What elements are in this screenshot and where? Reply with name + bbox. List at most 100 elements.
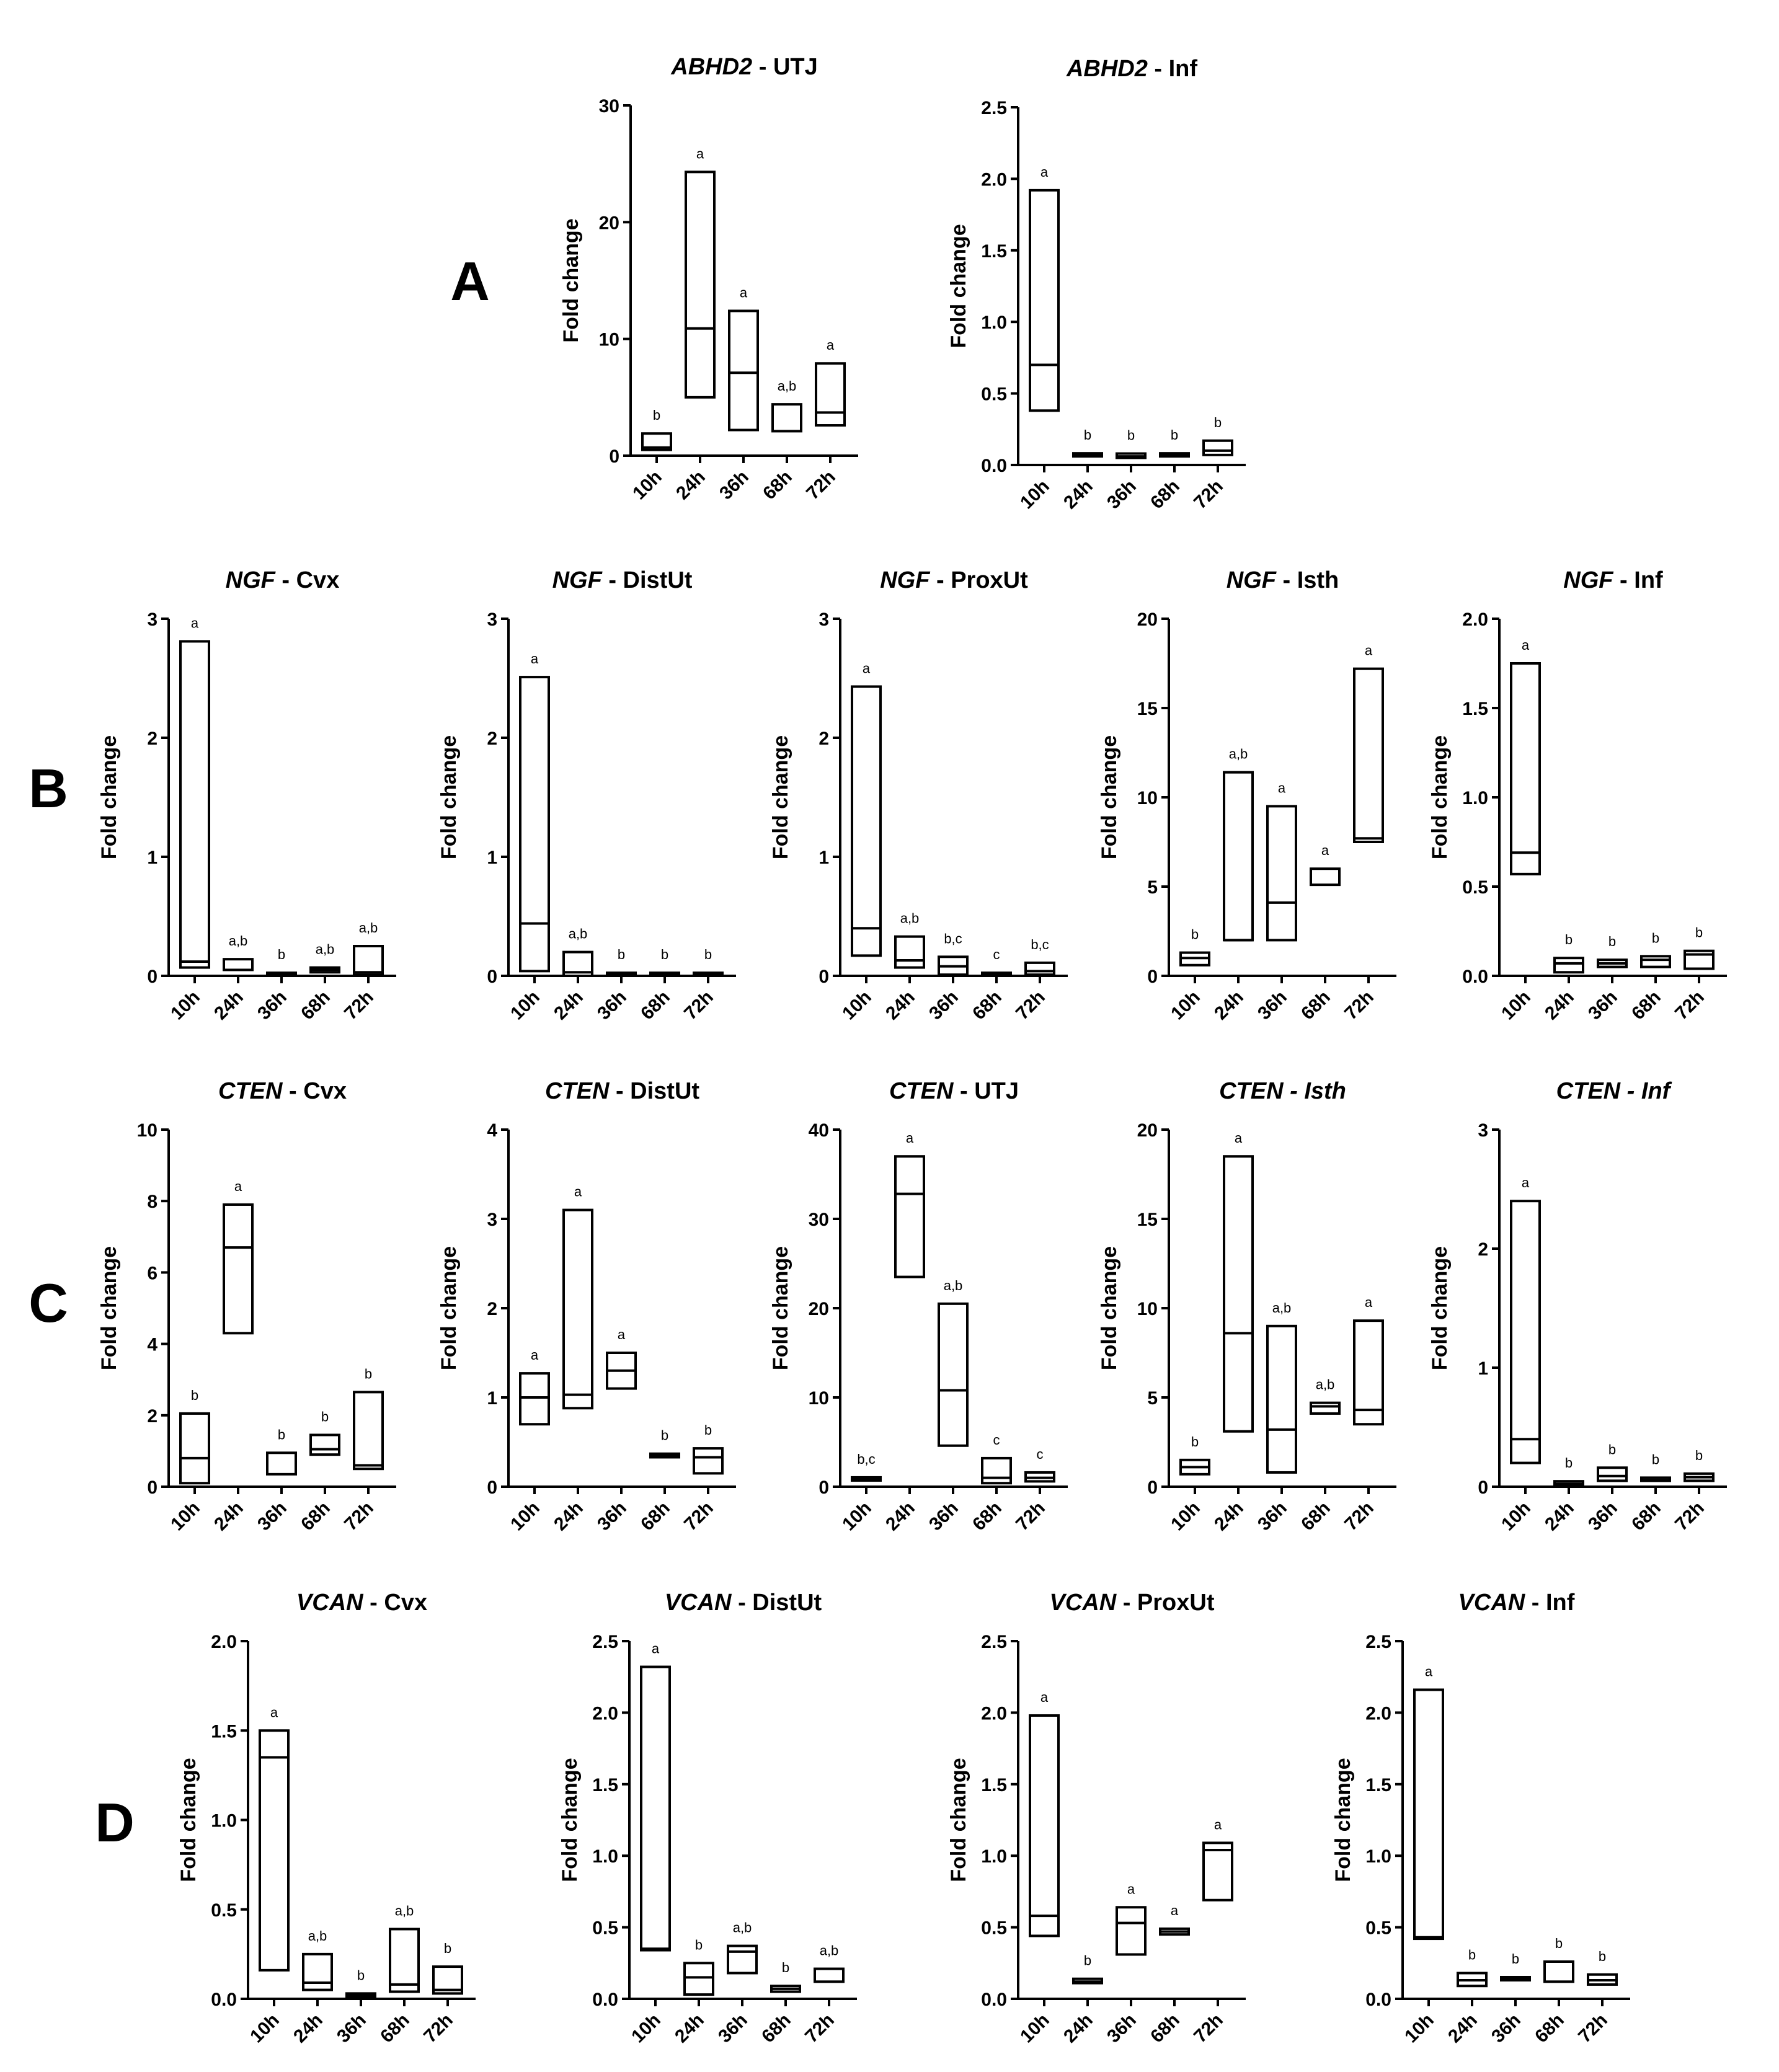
significance-label: b	[444, 1941, 451, 1956]
y-tick-label: 5	[1147, 877, 1158, 898]
significance-label: b	[1565, 1455, 1573, 1471]
significance-label: a	[270, 1704, 278, 1720]
y-tick-label: 1.0	[592, 1846, 618, 1867]
significance-label: a,b	[395, 1903, 414, 1918]
box-24h	[302, 1952, 333, 1991]
x-tick-label: 68h	[1147, 2010, 1184, 2047]
x-tick-label: 10h	[1497, 987, 1535, 1024]
y-axis-label: Fold change	[1098, 735, 1121, 859]
y-tick-label: 0.5	[1365, 1918, 1391, 1939]
y-tick-label: 1.5	[1365, 1775, 1391, 1795]
title-tissue: - Inf	[1525, 1590, 1575, 1616]
y-tick-label: 2	[147, 728, 157, 749]
title-tissue: - ProxUt	[1116, 1590, 1215, 1616]
box-68h	[981, 1456, 1012, 1485]
x-tick-label: 24h	[210, 987, 247, 1024]
title-gene: VCAN	[1458, 1590, 1526, 1616]
y-tick-label: 0	[147, 967, 157, 987]
x-tick-label: 68h	[637, 987, 674, 1024]
x-tick-label: 72h	[1190, 2010, 1227, 2047]
y-tick-label: 0.0	[211, 1990, 237, 2010]
y-tick-label: 1.0	[1365, 1846, 1391, 1867]
x-tick-label: 72h	[1341, 987, 1378, 1024]
significance-label: a	[1040, 1689, 1049, 1705]
significance-label: a,b	[1272, 1300, 1292, 1316]
y-axis-label: Fold change	[947, 224, 970, 348]
box-10h	[259, 1729, 290, 1972]
significance-label: b	[1652, 930, 1659, 945]
y-axis-label: Fold change	[769, 735, 792, 859]
x-tick-label: 24h	[290, 2010, 327, 2047]
box-10h	[851, 685, 882, 957]
y-tick-label: 20	[809, 1299, 829, 1319]
significance-label: b	[1084, 427, 1091, 443]
title-tissue: - Cvx	[275, 567, 339, 593]
y-axis-label: Fold change	[1098, 1246, 1121, 1370]
title-tissue: - UTJ	[953, 1078, 1019, 1104]
y-tick-label: 1	[819, 848, 829, 868]
y-tick-label: 0	[147, 1477, 157, 1498]
x-tick-label: 68h	[297, 1498, 334, 1535]
title-gene: VCAN	[665, 1590, 732, 1616]
box-36h	[938, 1302, 969, 1447]
y-tick-label: 20	[1137, 1120, 1158, 1141]
y-tick-label: 0	[819, 967, 829, 987]
x-tick-label: 72h	[1574, 2010, 1612, 2047]
y-tick-label: 1	[1478, 1358, 1488, 1379]
y-tick-label: 2.5	[592, 1632, 618, 1652]
significance-label: a,b	[359, 920, 378, 936]
y-axis-label: Fold change	[558, 1758, 582, 1882]
y-axis-label: Fold change	[437, 735, 461, 859]
significance-label: a	[574, 1184, 582, 1200]
box-24h	[223, 1203, 254, 1335]
significance-label: a,b	[820, 1943, 839, 1959]
y-tick-label: 40	[809, 1120, 829, 1141]
box-36h	[1266, 805, 1297, 942]
box-72h	[353, 1391, 384, 1471]
title-gene: NGF	[1227, 567, 1277, 593]
row-label-b: B	[29, 758, 68, 819]
title-gene: ABHD2	[670, 54, 752, 80]
significance-label: a	[531, 651, 539, 666]
y-tick-label: 1.5	[1462, 699, 1488, 719]
x-tick-label: 10h	[628, 2010, 665, 2047]
y-axis-label: Fold change	[177, 1758, 200, 1882]
y-tick-label: 30	[599, 96, 619, 117]
y-tick-label: 0	[609, 446, 619, 467]
x-tick-label: 24h	[1060, 2010, 1097, 2047]
x-tick-label: 68h	[297, 987, 334, 1024]
title-gene: ABHD2	[1066, 56, 1148, 82]
y-tick-label: 1.0	[981, 1846, 1007, 1867]
x-tick-label: 68h	[969, 987, 1006, 1024]
box-24h	[562, 1208, 593, 1410]
row-label-d: D	[95, 1792, 135, 1853]
chart-title: NGF - Isth	[1227, 567, 1339, 593]
significance-label: a,b	[900, 911, 920, 926]
box-36h	[266, 1451, 297, 1476]
significance-label: a	[1040, 164, 1049, 180]
x-tick-label: 36h	[1488, 2010, 1525, 2047]
significance-label: a	[906, 1130, 914, 1146]
chart-title: NGF - ProxUt	[880, 567, 1028, 593]
y-axis-label: Fold change	[1331, 1758, 1355, 1882]
box-10h	[640, 1665, 671, 1952]
x-tick-label: 24h	[1060, 476, 1097, 513]
significance-label: a	[1127, 1881, 1135, 1897]
x-tick-label: 10h	[246, 2010, 283, 2047]
y-tick-label: 1.5	[981, 1775, 1007, 1795]
box-36h	[728, 309, 759, 432]
y-tick-label: 0.0	[981, 456, 1007, 476]
y-axis-label: Fold change	[1428, 1246, 1452, 1370]
chart-title: VCAN - Cvx	[296, 1590, 427, 1616]
y-tick-label: 0	[487, 967, 497, 987]
significance-label: a,b	[944, 1278, 963, 1293]
significance-label: a	[696, 146, 704, 161]
box-24h	[1223, 771, 1254, 942]
chart-title: CTEN - UTJ	[889, 1078, 1019, 1104]
title-tissue: - Inf	[1620, 1078, 1672, 1104]
box-72h	[1353, 1319, 1384, 1426]
title-tissue: - Isth	[1284, 1078, 1346, 1104]
